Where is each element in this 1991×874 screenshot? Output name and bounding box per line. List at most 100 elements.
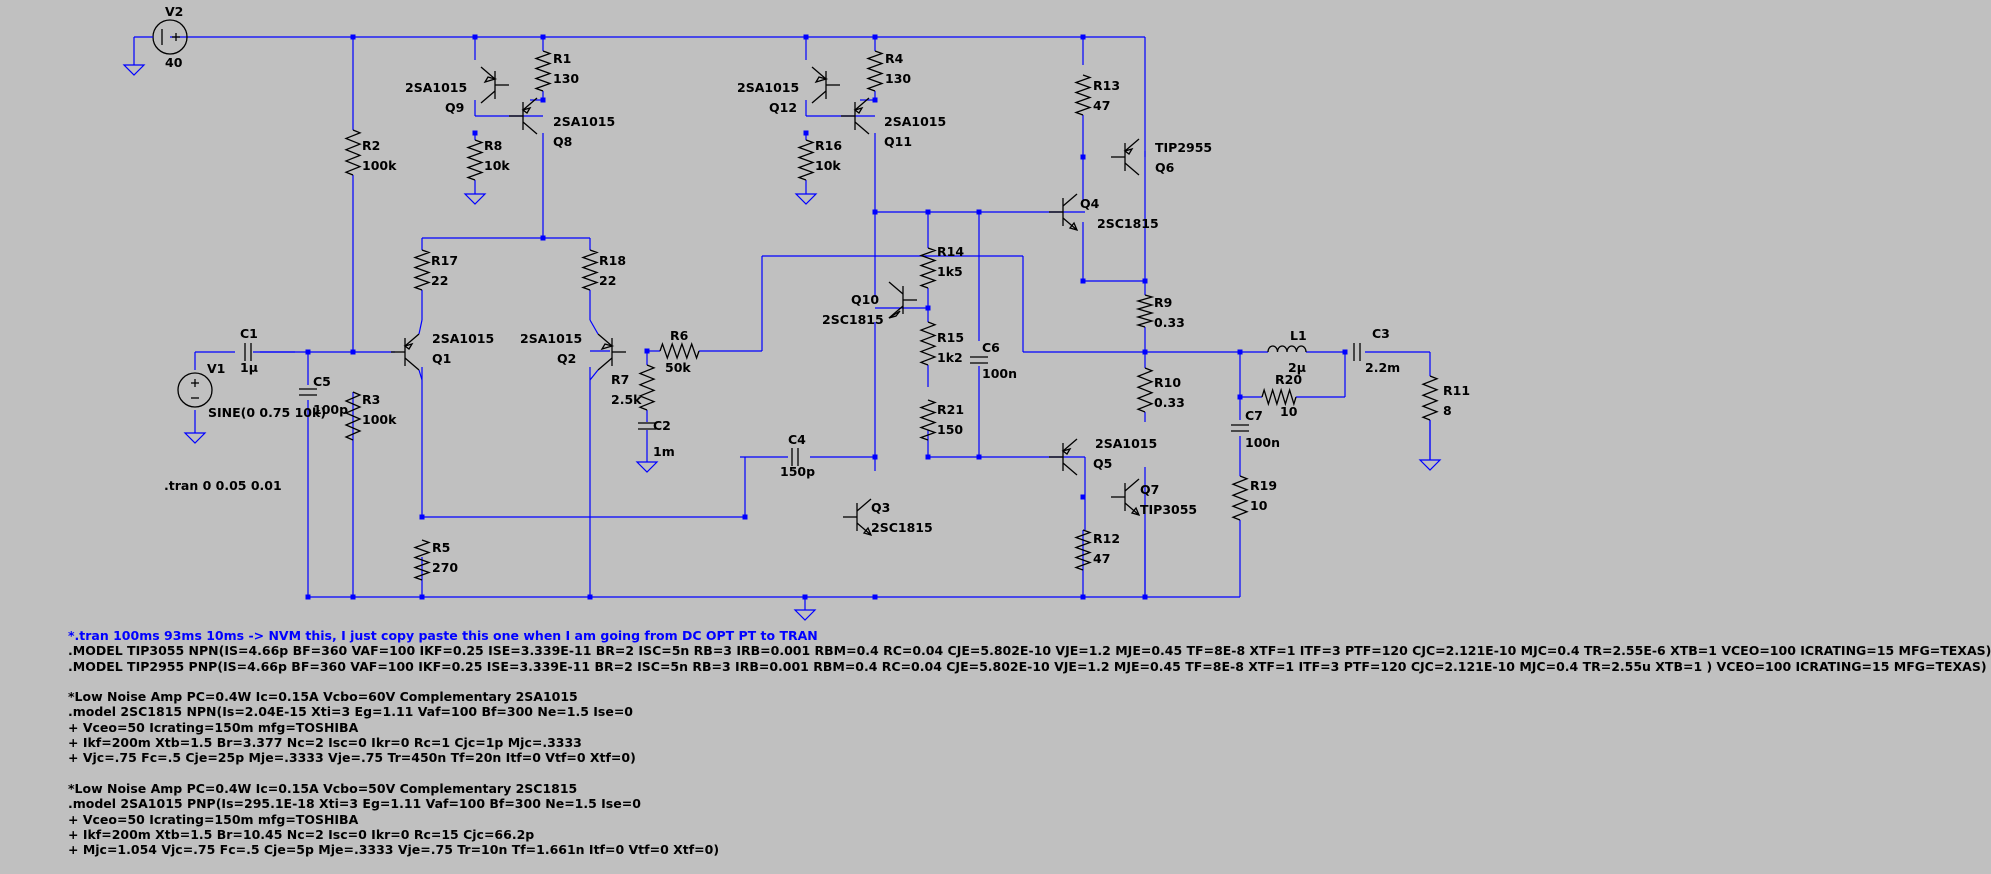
- ground-symbol[interactable]: [793, 609, 817, 621]
- wire-junction: [872, 594, 878, 600]
- directive-line[interactable]: *Low Noise Amp PC=0.4W Ic=0.15A Vcbo=50V…: [68, 780, 578, 796]
- directive-gap: [68, 674, 1991, 689]
- wire-junction: [925, 209, 931, 215]
- resistor-value: 100k: [362, 158, 397, 173]
- wire-junction: [419, 514, 425, 520]
- resistor-value: 10: [1250, 498, 1268, 513]
- ground-symbol[interactable]: [635, 461, 659, 473]
- wire-junction: [1080, 34, 1086, 40]
- directive-gap: [68, 766, 1991, 781]
- transistor-name: Q12: [769, 100, 797, 115]
- directive-line[interactable]: .model 2SC1815 NPN(Is=2.04E-15 Xti=3 Eg=…: [68, 704, 634, 720]
- ground-symbol[interactable]: [463, 193, 487, 205]
- resistor-r7[interactable]: R72.5k: [611, 364, 656, 411]
- wire-junction: [1080, 154, 1086, 160]
- ground-symbol[interactable]: [183, 432, 207, 444]
- capacitor-value: 100p: [313, 402, 348, 417]
- directive-line[interactable]: *Low Noise Amp PC=0.4W Ic=0.15A Vcbo=60V…: [68, 689, 578, 705]
- directive-line[interactable]: .MODEL TIP3055 NPN(IS=4.66p BF=360 VAF=1…: [68, 643, 1991, 659]
- transistor-q11[interactable]: Q11 2SA1015: [841, 97, 946, 149]
- transistor-model: 2SA1015: [405, 80, 467, 95]
- wire-junction: [1142, 349, 1148, 355]
- resistor-name: R11: [1443, 383, 1470, 398]
- transistor-name: Q10: [851, 292, 879, 307]
- directive-line[interactable]: .model 2SA1015 PNP(Is=295.1E-18 Xti=3 Eg…: [68, 796, 641, 812]
- wire-junction: [1237, 394, 1243, 400]
- wire-junction: [1237, 349, 1243, 355]
- resistor-name: R15: [937, 330, 964, 345]
- directive-line[interactable]: + Vceo=50 Icrating=150m mfg=TOSHIBA: [68, 719, 359, 735]
- resistor-r9[interactable]: R90.33: [1135, 294, 1185, 330]
- wire-junction: [350, 349, 356, 355]
- wire-junction: [976, 454, 982, 460]
- directive-line[interactable]: + Vceo=50 Icrating=150m mfg=TOSHIBA: [68, 811, 359, 827]
- directive-line[interactable]: + Vjc=.75 Fc=.5 Cje=25p Mje=.3333 Vje=.7…: [68, 750, 636, 766]
- resistor-value: 1k5: [937, 264, 963, 279]
- wire-junction: [872, 97, 878, 103]
- source-value: SINE(0 0.75 10k): [208, 405, 326, 420]
- resistor-value: 50k: [665, 360, 691, 375]
- directive-comment[interactable]: *.tran 100ms 93ms 10ms -> NVM this, I ju…: [68, 628, 818, 643]
- capacitor-c3[interactable]: C32.2m: [1353, 326, 1400, 375]
- wire-junction: [1080, 278, 1086, 284]
- resistor-value: 22: [599, 273, 616, 288]
- resistor-value: 10: [1280, 404, 1298, 419]
- directive-line[interactable]: + Mjc=1.054 Vjc=.75 Fc=.5 Cje=5p Mje=.33…: [68, 842, 720, 858]
- transistor-model: 2SA1015: [884, 114, 946, 129]
- transistor-name: Q6: [1155, 160, 1175, 175]
- ground-symbol[interactable]: [1418, 459, 1442, 471]
- ground-symbol[interactable]: [122, 64, 146, 76]
- resistor-name: R14: [937, 244, 964, 259]
- ground-symbol[interactable]: [794, 193, 818, 205]
- wire-junction: [802, 594, 808, 600]
- tran-directive[interactable]: .tran 0 0.05 0.01: [164, 478, 282, 493]
- directive-line[interactable]: + Ikf=200m Xtb=1.5 Br=10.45 Nc=2 Isc=0 I…: [68, 826, 535, 842]
- capacitor-value: 1µ: [240, 360, 258, 375]
- directive-line[interactable]: .MODEL TIP2955 PNP(IS=4.66p BF=360 VAF=1…: [68, 658, 1987, 674]
- transistor-name: Q5: [1093, 456, 1112, 471]
- transistor-name: Q11: [884, 134, 912, 149]
- directive-line[interactable]: + Ikf=200m Xtb=1.5 Br=3.377 Nc=2 Isc=0 I…: [68, 735, 582, 751]
- wire-junction: [1142, 278, 1148, 284]
